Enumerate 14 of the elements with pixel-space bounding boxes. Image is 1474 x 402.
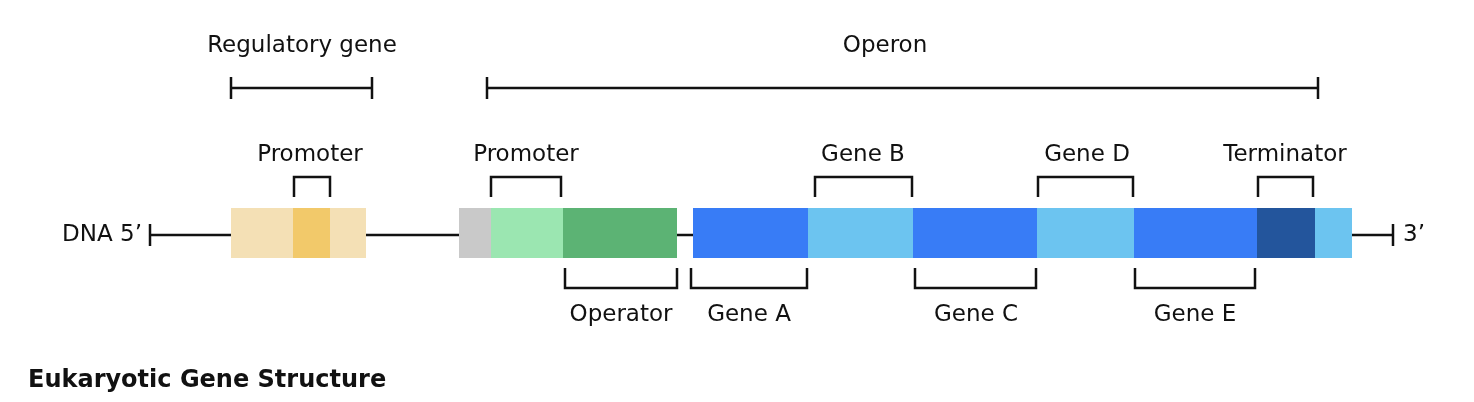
- part-label: Gene A: [707, 299, 791, 327]
- part-label: Operator: [569, 299, 673, 327]
- part-label: Promoter: [473, 139, 579, 167]
- strand-end-label: DNA 5’: [62, 219, 142, 247]
- section-heading: Eukaryotic Gene Structure: [28, 366, 387, 394]
- strand-end-label: 3’: [1403, 219, 1425, 247]
- part-label: Terminator: [1223, 139, 1347, 167]
- region-label: Regulatory gene: [207, 30, 397, 58]
- region-label: Operon: [842, 30, 928, 58]
- part-label: Promoter: [257, 139, 363, 167]
- part-label: Gene E: [1153, 299, 1237, 327]
- part-label: Gene D: [1044, 139, 1130, 167]
- part-label: Gene B: [821, 139, 905, 167]
- part-label: Gene C: [933, 299, 1019, 327]
